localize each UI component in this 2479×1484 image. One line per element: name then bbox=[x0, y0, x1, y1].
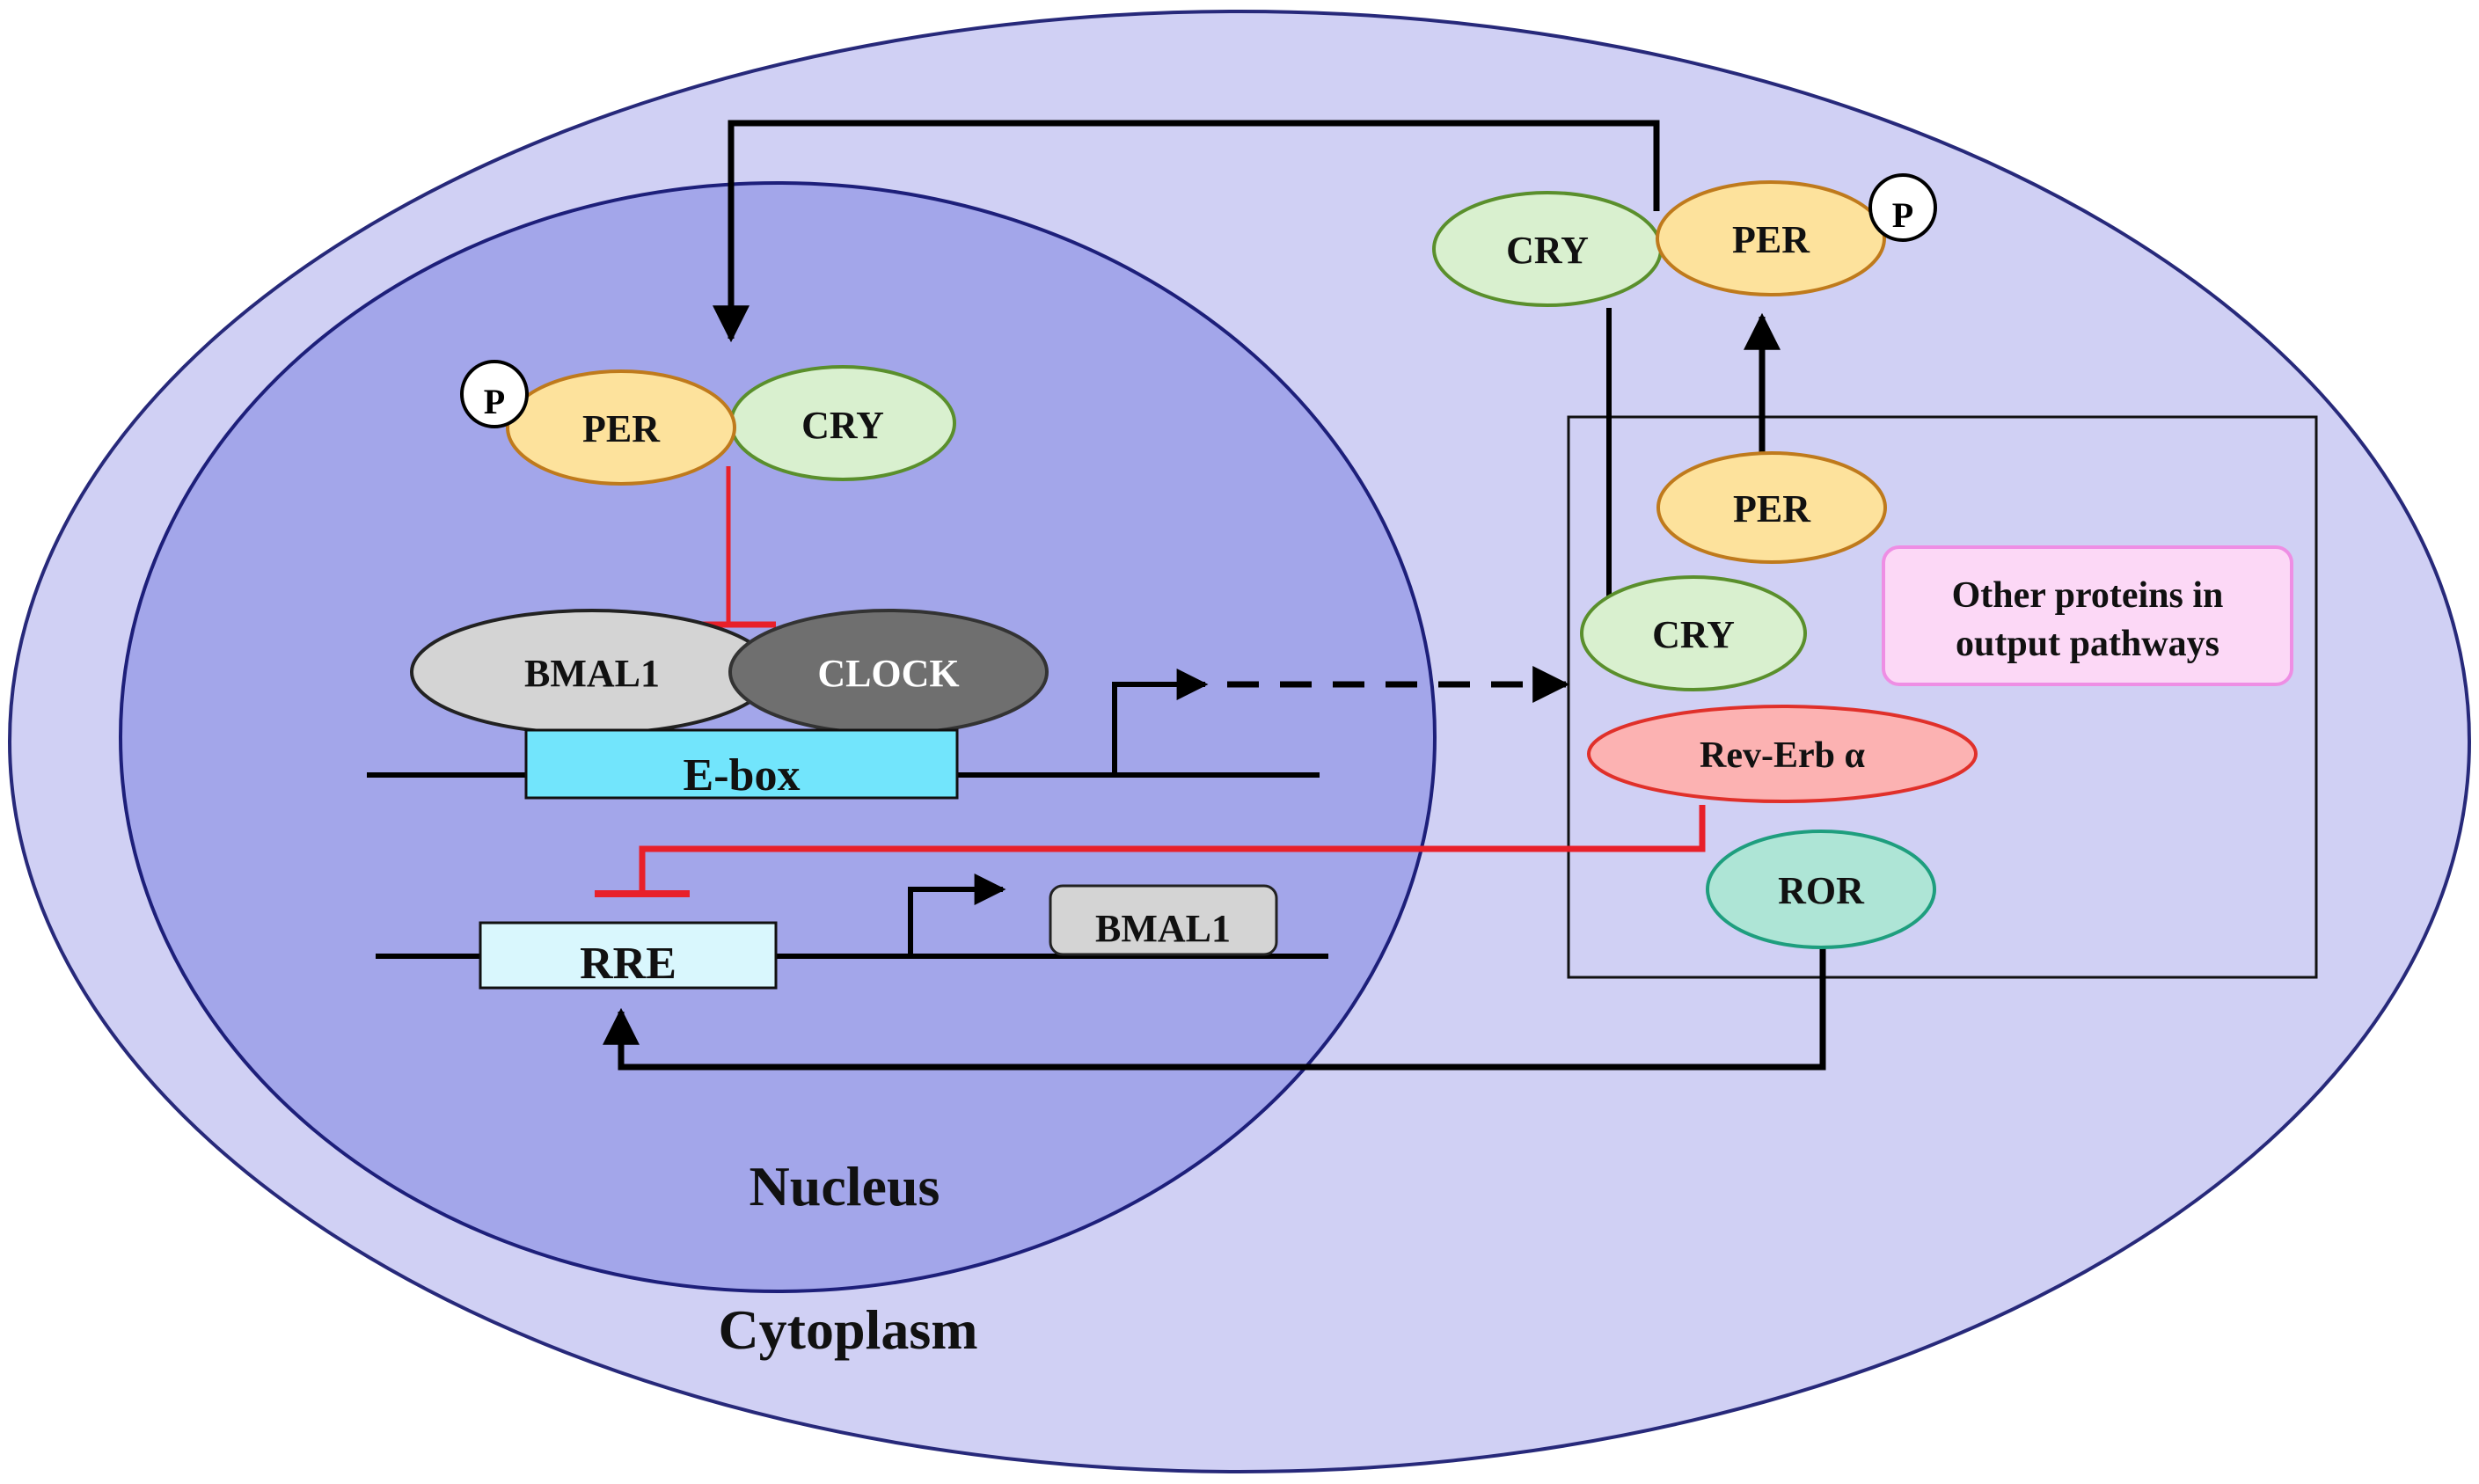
rre-element bbox=[479, 921, 778, 990]
cyto-per-protein bbox=[1656, 180, 1886, 296]
ebox-label: E-box bbox=[684, 750, 801, 800]
inhibition-line-rev-erb bbox=[639, 805, 1706, 891]
transcription-arrow-rre bbox=[908, 874, 1006, 956]
bmal1-gene bbox=[1049, 884, 1278, 956]
nuclear-per-label: PER bbox=[582, 407, 661, 450]
box-per-label: PER bbox=[1733, 487, 1811, 530]
rre-label: RRE bbox=[580, 939, 676, 989]
box-per-protein bbox=[1656, 451, 1887, 564]
cyto-phospho-badge bbox=[1868, 173, 1937, 242]
nuclear-phospho-label: P bbox=[484, 382, 505, 421]
cytoplasm-label: Cytoplasm bbox=[718, 1298, 977, 1361]
nuclear-per-protein bbox=[506, 369, 736, 486]
box-cry-protein bbox=[1580, 575, 1807, 691]
bmal1-protein-label: BMAL1 bbox=[524, 652, 660, 695]
cyto-cry-label: CRY bbox=[1506, 229, 1589, 272]
other-proteins-box bbox=[1882, 545, 2293, 686]
cyto-per-label: PER bbox=[1732, 218, 1810, 261]
activation-arrow-ror bbox=[603, 947, 1826, 1071]
other-proteins-line1: Other proteins in bbox=[1952, 575, 2224, 616]
ebox-element bbox=[524, 728, 959, 800]
bmal1-gene-label: BMAL1 bbox=[1095, 907, 1231, 950]
ror-label: ROR bbox=[1778, 869, 1865, 912]
nuclear-phospho-badge bbox=[460, 360, 529, 428]
cyto-phospho-label: P bbox=[1892, 195, 1913, 235]
nuclear-cry-label: CRY bbox=[801, 404, 884, 447]
rev-erb-alpha-protein bbox=[1587, 705, 1978, 803]
nucleus-label: Nucleus bbox=[750, 1155, 940, 1217]
feedback-arrow-top bbox=[713, 120, 1660, 343]
rev-erb-alpha-label: Rev-Erb α bbox=[1700, 735, 1865, 776]
other-proteins-line2: output pathways bbox=[1956, 624, 2219, 664]
transcription-arrow-ebox bbox=[1112, 669, 1209, 775]
ror-protein bbox=[1706, 830, 1936, 949]
clock-protein-label: CLOCK bbox=[817, 652, 959, 695]
box-cry-label: CRY bbox=[1652, 613, 1735, 656]
